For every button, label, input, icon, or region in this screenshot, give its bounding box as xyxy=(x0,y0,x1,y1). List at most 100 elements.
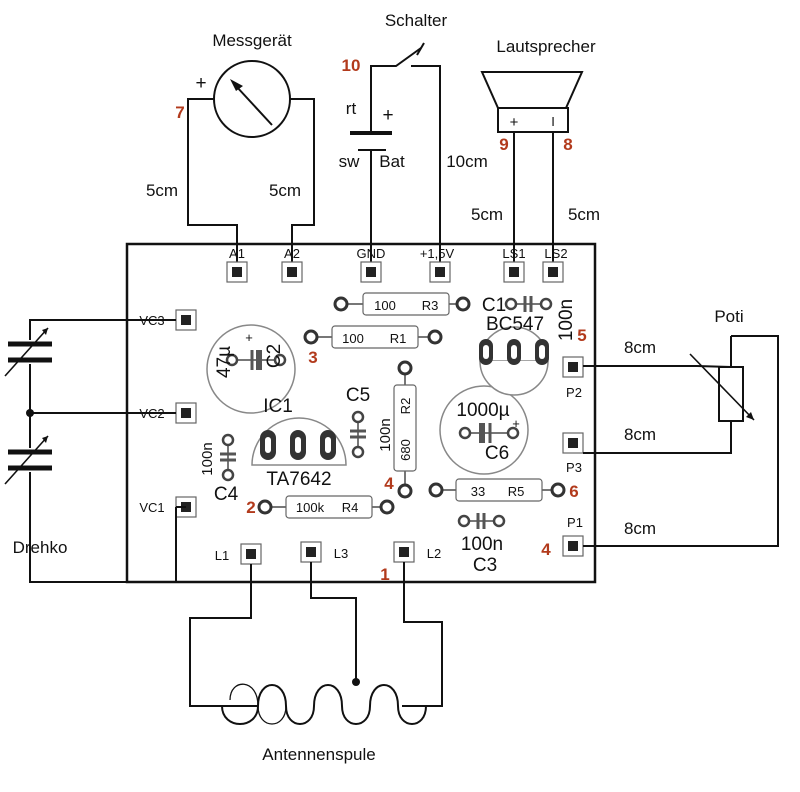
capacitor-c3 xyxy=(457,513,506,529)
wire-switch-plus xyxy=(411,65,441,262)
r5-name: R5 xyxy=(508,484,525,499)
pad-p2 xyxy=(562,356,584,378)
c4-name: C4 xyxy=(214,484,239,505)
capacitor-c5 xyxy=(350,410,366,459)
junction-dot xyxy=(26,409,34,417)
capacitor-c6: + xyxy=(439,385,529,475)
poti-body xyxy=(718,366,744,422)
step-6: 6 xyxy=(569,482,578,501)
length-meter-right: 5cm xyxy=(269,181,301,200)
pad-label-plus: +1,5V xyxy=(420,246,455,261)
pad-plus xyxy=(429,261,451,283)
c2-name: C2 xyxy=(264,344,285,368)
variable-capacitor-top xyxy=(4,327,52,377)
length-poti-bottom: 8cm xyxy=(624,519,656,538)
resistor-r3 xyxy=(333,292,471,316)
pad-label-a2: A2 xyxy=(284,246,300,261)
r3-value: 100 xyxy=(374,298,396,313)
length-poti-top: 8cm xyxy=(624,338,656,357)
pad-p1 xyxy=(562,535,584,557)
length-meter-left: 5cm xyxy=(146,181,178,200)
wire-coil-l3 xyxy=(310,562,357,682)
wire-meter-a1 xyxy=(187,98,238,262)
length-speaker-right: 5cm xyxy=(568,205,600,224)
wire-drehko xyxy=(29,319,177,583)
capacitor-c1 xyxy=(504,296,553,312)
pad-vc3 xyxy=(175,309,197,331)
poti-arrow xyxy=(689,353,755,421)
step-1: 1 xyxy=(380,565,389,584)
pad-l1 xyxy=(240,543,262,565)
capacitor-c2: + xyxy=(206,324,296,414)
ic-type: TA7642 xyxy=(266,469,331,490)
ic-name: IC1 xyxy=(263,396,293,417)
svg-text:+: + xyxy=(512,416,520,431)
c6-name: C6 xyxy=(485,443,509,464)
pad-ls2 xyxy=(542,261,564,283)
pad-label-ls1: LS1 xyxy=(502,246,525,261)
speaker-minus: I xyxy=(551,114,555,129)
variable-capacitor-bottom xyxy=(4,435,52,485)
battery-black: sw xyxy=(339,152,361,171)
pad-label-p3: P3 xyxy=(566,460,582,475)
step-5: 5 xyxy=(577,326,586,345)
battery-plus: + xyxy=(382,105,393,126)
pad-label-ls2: LS2 xyxy=(544,246,567,261)
transistor-name: BC547 xyxy=(486,314,544,335)
meter-label: Messgerät xyxy=(212,31,292,50)
pad-a2 xyxy=(281,261,303,283)
switch-blade xyxy=(370,47,422,133)
poti-label: Poti xyxy=(714,307,743,326)
r3-name: R3 xyxy=(422,298,439,313)
pad-p3 xyxy=(562,432,584,454)
battery-label: Bat xyxy=(379,152,405,171)
pad-label-p1: P1 xyxy=(567,515,583,530)
r4-name: R4 xyxy=(342,500,359,515)
step-2: 2 xyxy=(246,498,255,517)
speaker-magnet xyxy=(497,107,569,133)
resistor-r5 xyxy=(428,478,566,502)
pad-label-l2: L2 xyxy=(427,546,441,561)
c2-value: 47µ xyxy=(214,346,235,378)
pad-l2 xyxy=(393,541,415,563)
r5-value: 33 xyxy=(471,484,485,499)
resistor-r1 xyxy=(303,325,443,349)
r1-name: R1 xyxy=(390,331,407,346)
length-poti-mid: 8cm xyxy=(624,425,656,444)
c1-name: C1 xyxy=(482,295,506,316)
step-4-p1: 4 xyxy=(541,540,551,559)
pad-label-a1: A1 xyxy=(229,246,245,261)
drehko-label: Drehko xyxy=(13,538,68,557)
antenna-coil xyxy=(221,683,427,725)
resistor-r4 xyxy=(257,495,395,519)
pad-vc2 xyxy=(175,402,197,424)
pad-label-p2: P2 xyxy=(566,385,582,400)
pad-label-gnd: GND xyxy=(357,246,386,261)
speaker-cone xyxy=(480,71,584,109)
wire-coil-l1 xyxy=(189,564,258,707)
r2-name: R2 xyxy=(398,398,413,415)
wire-meter-a2 xyxy=(290,98,315,262)
pad-label-vc1: VC1 xyxy=(139,500,164,515)
c5-name: C5 xyxy=(346,385,370,406)
step-4-pcb: 4 xyxy=(384,474,394,493)
c6-value: 1000µ xyxy=(456,400,509,421)
r2-value: 680 xyxy=(398,439,413,461)
speaker-plus: + xyxy=(510,114,519,131)
switch-label: Schalter xyxy=(385,11,448,30)
resistor-r2 xyxy=(393,360,417,499)
pad-gnd xyxy=(360,261,382,283)
step-9: 9 xyxy=(499,135,508,154)
step-8: 8 xyxy=(563,135,572,154)
speaker-label: Lautsprecher xyxy=(496,37,596,56)
wire-p2 xyxy=(583,365,732,368)
c3-name: C3 xyxy=(473,555,497,576)
capacitor-c4 xyxy=(220,433,236,482)
svg-text:+: + xyxy=(245,330,253,345)
coil-label: Antennenspule xyxy=(262,745,375,764)
meter xyxy=(213,60,291,138)
pad-a1 xyxy=(226,261,248,283)
r4-value: 100k xyxy=(296,500,325,515)
c1-value: 100n xyxy=(556,299,577,341)
